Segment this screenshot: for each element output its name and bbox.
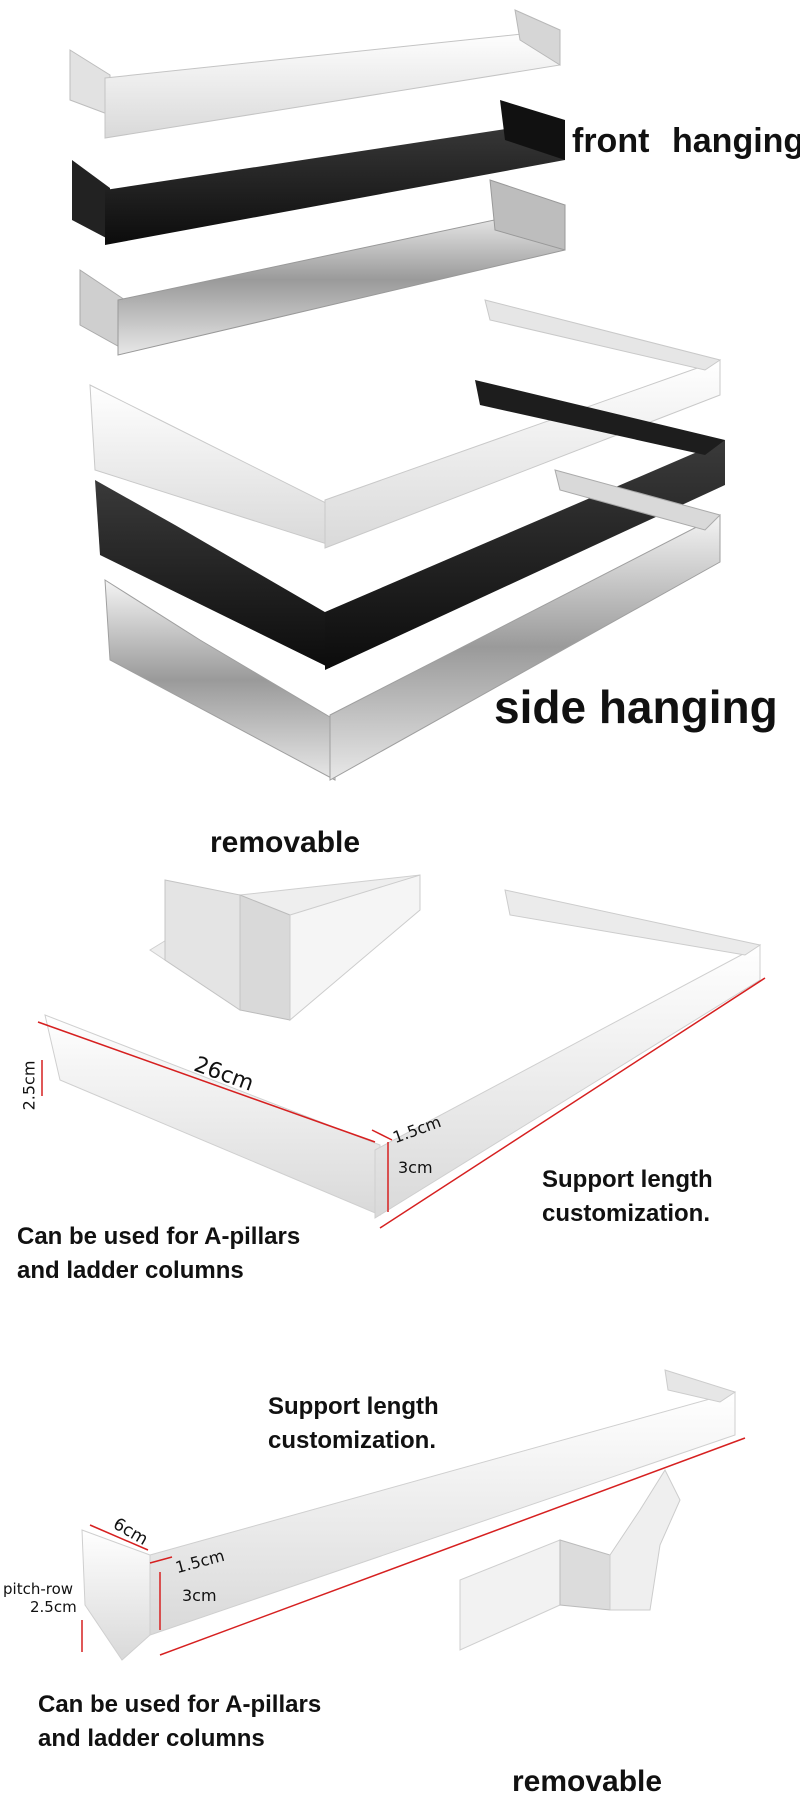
front-hanging-chrome-bar — [79, 179, 566, 356]
pitch-2.5cm: 2.5cm — [19, 1060, 39, 1111]
front-bracket-bar — [81, 1369, 737, 1661]
support-length-label-2: Support length customization. — [268, 1393, 439, 1454]
dimension-lines — [37, 977, 766, 1229]
side-hanging-white-bar — [89, 299, 722, 549]
front-hanging-black-bar — [72, 100, 565, 245]
removable-label-top: removable — [210, 826, 361, 859]
removable-joint-inset — [149, 874, 421, 1022]
front-hanging-diagram — [81, 1369, 746, 1661]
a-pillars-label-2: Can be used for A-pillars and ladder col… — [38, 1691, 322, 1752]
hanging-bars-photo — [69, 9, 725, 781]
side-hanging-label: side hanging — [494, 681, 778, 733]
a-pillars-label-1: Can be used for A-pillars and ladder col… — [17, 1223, 301, 1284]
front-hanging-label-1: front — [572, 122, 650, 160]
height-3cm: 3cm — [398, 1158, 433, 1177]
front-hanging-white-bar — [69, 9, 561, 139]
side-bracket-bar — [44, 889, 762, 1219]
support-length-label-1: Support length customization. — [542, 1166, 713, 1227]
side-hanging-chrome-bar — [104, 469, 721, 781]
side-hanging-diagram — [37, 874, 766, 1229]
removable-label-bottom: removable — [512, 1765, 663, 1798]
removable-joint-inset-bottom — [459, 1468, 681, 1651]
side-hanging-black-bar — [95, 380, 725, 670]
pitch-2.5cm-bottom: 2.5cm — [30, 1598, 77, 1616]
dimension-lines-bottom — [81, 1437, 746, 1656]
front-hanging-label-2: hanging — [672, 122, 800, 160]
pitch-row-label: pitch-row — [3, 1580, 74, 1598]
height-3cm-bottom: 3cm — [182, 1586, 217, 1605]
